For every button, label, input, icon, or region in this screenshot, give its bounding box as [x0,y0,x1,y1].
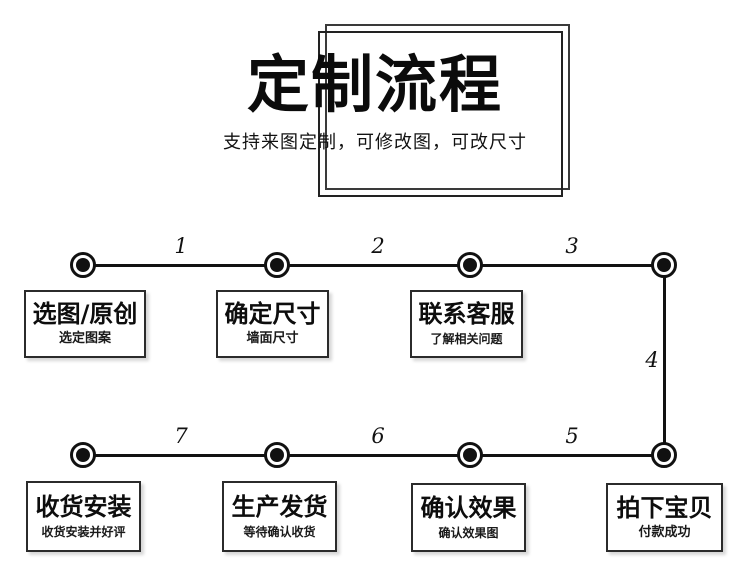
flow-node-1[interactable] [70,252,96,278]
flow-node-5[interactable] [651,442,677,468]
flow-node-8[interactable] [70,442,96,468]
step-card-4-title: 拍下宝贝 [616,493,713,522]
flow-node-6[interactable] [457,442,483,468]
step-card-4-subtitle: 付款成功 [638,524,691,540]
header-frame-inner [318,31,563,197]
step-card-1[interactable]: 选图/原创 选定图案 [24,290,146,358]
flow-node-7[interactable] [264,442,290,468]
flow-node-2[interactable] [264,252,290,278]
step-card-6-title: 生产发货 [231,492,328,521]
flow-connector-right [663,264,666,456]
step-card-5-subtitle: 确认效果图 [438,525,499,540]
step-card-5-title: 确认效果 [420,493,517,522]
step-card-4[interactable]: 拍下宝贝 付款成功 [606,483,723,552]
step-card-6-subtitle: 等待确认收货 [243,524,316,539]
step-card-7-subtitle: 收货安装并好评 [41,524,126,539]
page-title: 定制流程 [246,48,503,121]
step-card-3-subtitle: 了解相关问题 [430,332,503,346]
step-number-1: 1 [174,234,188,258]
page-subtitle: 支持来图定制，可修改图，可改尺寸 [223,132,527,153]
step-number-2: 2 [371,234,385,258]
step-number-4: 4 [645,348,659,372]
step-card-7-title: 收货安装 [35,492,132,521]
step-card-6[interactable]: 生产发货 等待确认收货 [222,481,337,552]
step-card-3[interactable]: 联系客服 了解相关问题 [410,290,523,358]
step-card-5[interactable]: 确认效果 确认效果图 [411,483,526,552]
step-number-6: 6 [371,424,385,448]
flow-node-4[interactable] [651,252,677,278]
step-card-1-title: 选图/原创 [32,300,138,328]
step-number-7: 7 [174,424,188,448]
step-card-2[interactable]: 确定尺寸 墙面尺寸 [216,290,329,358]
step-card-7[interactable]: 收货安装 收货安装并好评 [26,481,141,552]
step-card-2-title: 确定尺寸 [224,300,321,328]
step-card-3-title: 联系客服 [418,300,515,328]
flow-connector-top [83,264,665,267]
flow-node-3[interactable] [457,252,483,278]
step-card-2-subtitle: 墙面尺寸 [246,331,299,346]
step-number-3: 3 [565,234,579,258]
flow-connector-bottom [83,454,665,457]
step-number-5: 5 [565,424,579,448]
header-frame-outer [325,24,570,190]
step-card-1-subtitle: 选定图案 [58,331,111,346]
